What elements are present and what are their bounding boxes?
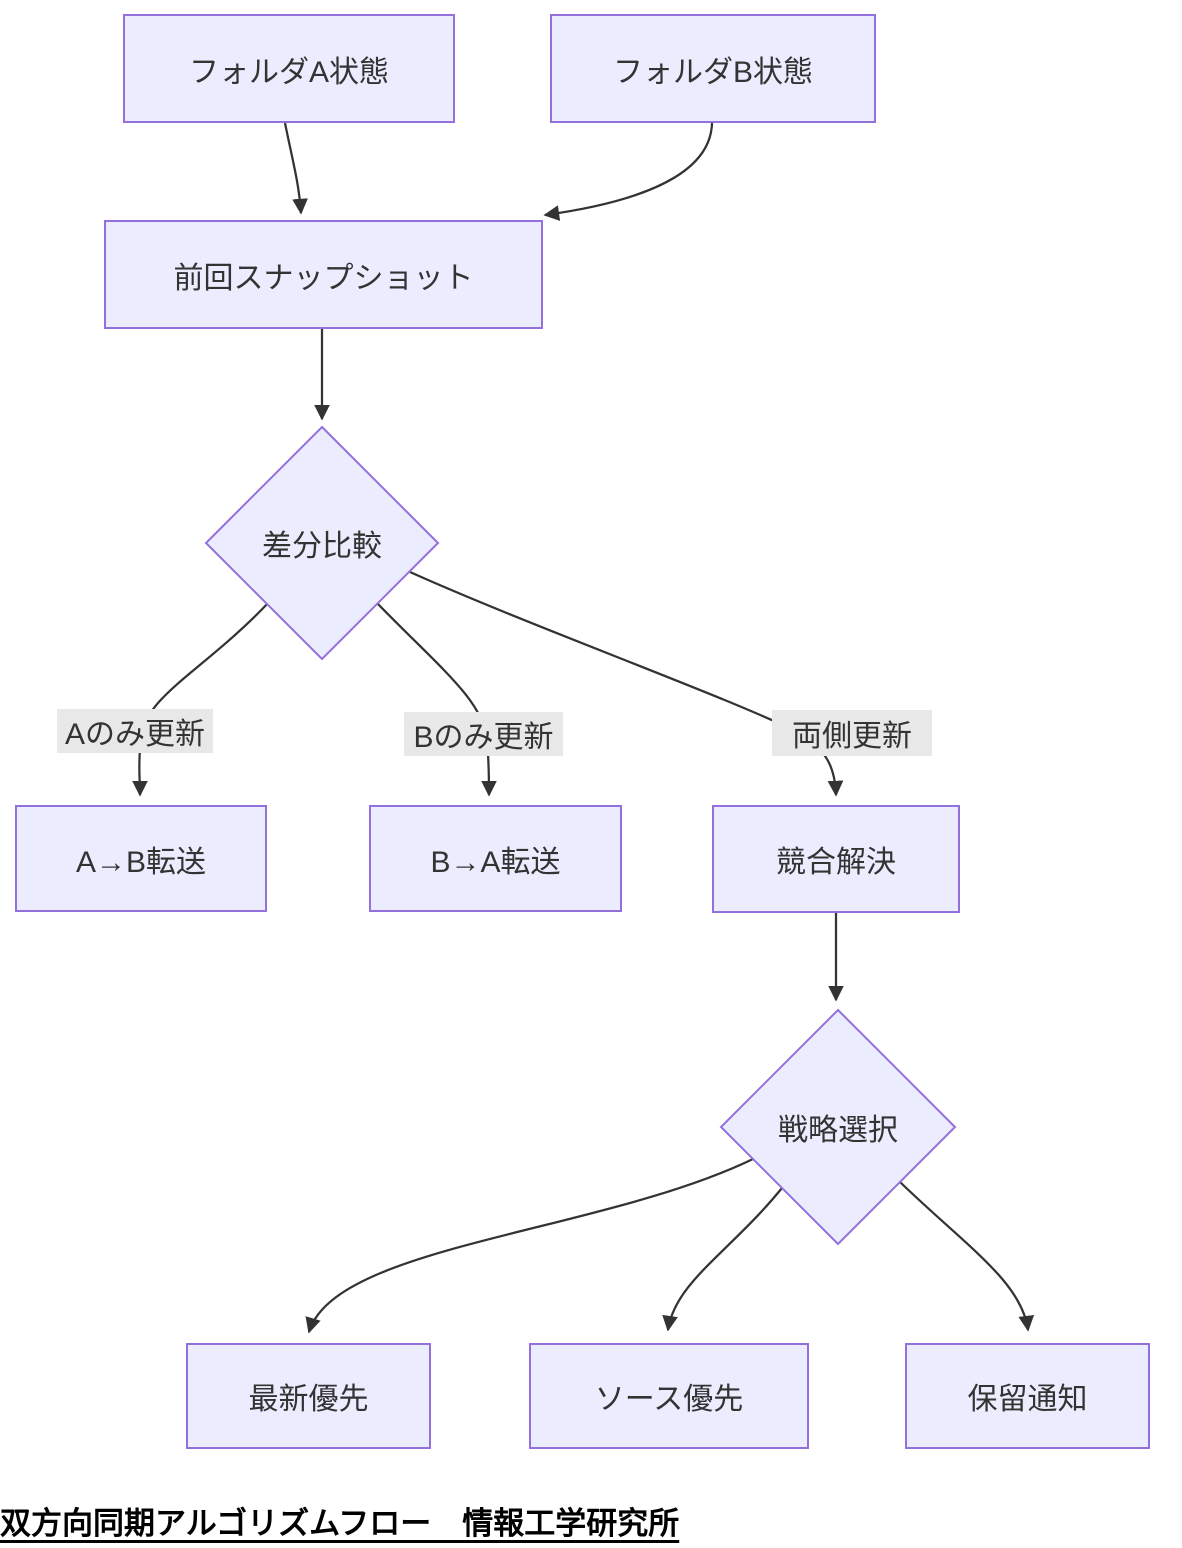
- node-previous-snapshot: 前回スナップショット: [104, 220, 543, 329]
- node-source-priority: ソース優先: [529, 1343, 809, 1449]
- edge-strategy-to-latest: [305, 1157, 754, 1334]
- edge-diff-to-conflict: [409, 570, 844, 797]
- edge-label-both-sides-updated: 両側更新: [772, 710, 932, 756]
- edge-strategy-to-hold: [899, 1181, 1035, 1332]
- strategy-select-diamond-shape: [719, 1008, 957, 1246]
- edge-label-b-only-updated: Bのみ更新: [404, 712, 563, 756]
- diff-compare-diamond-shape: [204, 425, 440, 661]
- node-folder-a-state: フォルダA状態: [123, 14, 455, 123]
- node-diff-compare-label: 差分比較: [262, 530, 382, 563]
- node-folder-b-state: フォルダB状態: [550, 14, 876, 123]
- node-transfer-a-to-b: A→B転送: [15, 805, 267, 912]
- edge-label-a-only-updated: Aのみ更新: [57, 709, 213, 753]
- edge-diff-to-a-transfer: [132, 600, 271, 797]
- node-latest-priority: 最新優先: [186, 1343, 431, 1449]
- node-conflict-resolution: 競合解決: [712, 805, 960, 913]
- node-strategy-select-label: 戦略選択: [778, 1114, 898, 1147]
- edge-folder-a-to-snapshot: [283, 122, 308, 215]
- diagram-title: 双方向同期アルゴリズムフロー 情報工学研究所: [0, 1506, 680, 1541]
- edge-strategy-to-source: [662, 1187, 783, 1332]
- edge-folder-b-to-snapshot: [543, 122, 714, 221]
- node-hold-notification: 保留通知: [905, 1343, 1150, 1449]
- edge-diff-to-b-transfer: [374, 600, 497, 797]
- node-transfer-b-to-a: B→A転送: [369, 805, 622, 912]
